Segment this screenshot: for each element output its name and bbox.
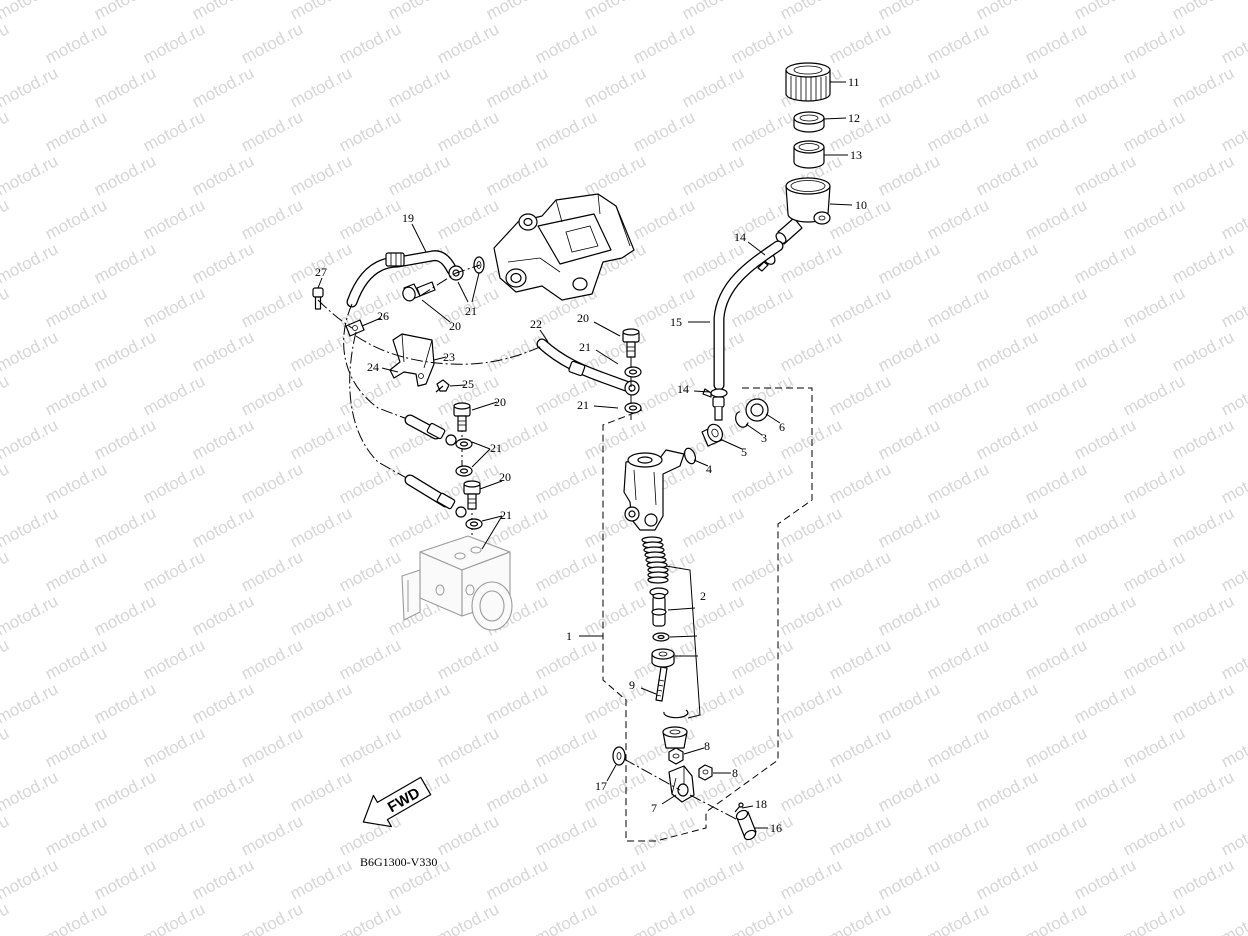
callout-7: 7 [651, 801, 657, 815]
washer-21-center-upper [624, 366, 642, 378]
push-rod-clevis [668, 765, 695, 803]
callout-21-left-upper: 21 [490, 441, 502, 455]
callout-17: 17 [595, 779, 607, 793]
washer-21-center-lower [624, 402, 642, 414]
callout-25: 25 [462, 377, 474, 391]
locknut-upper [668, 747, 684, 765]
callout-12: 12 [848, 111, 860, 125]
piston-spring [641, 536, 669, 584]
leader-lines [317, 81, 853, 829]
callout-20-hose19: 20 [449, 319, 461, 333]
brake-hose-19 [346, 250, 464, 308]
callout-6: 6 [779, 420, 785, 434]
clip-26 [345, 319, 365, 337]
reservoir-hose [713, 240, 784, 391]
callout-14-upper: 14 [734, 230, 746, 244]
circlip [735, 411, 749, 428]
callout-1: 1 [566, 629, 572, 643]
callout-5: 5 [741, 445, 747, 459]
bracket-23 [389, 333, 435, 387]
callout-23: 23 [443, 350, 455, 364]
callout-11: 11 [848, 75, 860, 89]
callout-9: 9 [629, 678, 635, 692]
brake-hose-22 [536, 338, 640, 396]
callout-26: 26 [377, 309, 389, 323]
callout-22: 22 [530, 317, 542, 331]
drawing-code: B6G1300-V330 [360, 855, 437, 869]
callout-21-hose19: 21 [465, 304, 477, 318]
callout-20-left-lower: 20 [499, 470, 511, 484]
callout-3: 3 [761, 431, 767, 445]
callout-24: 24 [367, 360, 379, 374]
callout-21-left-lower: 21 [500, 508, 512, 522]
washer-21-left-upper-a [455, 438, 473, 450]
master-cylinder-body [623, 449, 685, 531]
route-line-c [349, 331, 411, 481]
reservoir-cap [785, 62, 831, 102]
callout-15: 15 [670, 315, 682, 329]
washer-21-left-lower-a [465, 518, 483, 530]
cotter-pin [734, 802, 744, 813]
brake-hose-upper-left [404, 414, 457, 446]
callout-13: 13 [850, 148, 862, 162]
abs-hydraulic-unit [401, 535, 513, 631]
route-line-d [355, 335, 543, 365]
callout-20-left-upper: 20 [494, 395, 506, 409]
union-bolt-20-hose19 [402, 281, 436, 302]
callout-16: 16 [770, 821, 782, 835]
brake-hose-lower-left [404, 474, 467, 518]
route-line-b [343, 303, 411, 421]
assembly-axis-17 [623, 758, 681, 791]
reservoir-tank [775, 177, 831, 245]
assembly-boundary [602, 387, 813, 842]
callout-21-center-upper: 21 [579, 340, 591, 354]
bolt-25 [435, 379, 450, 393]
washer-17 [612, 746, 626, 766]
route-line-a [317, 299, 353, 329]
callout-10: 10 [855, 198, 867, 212]
route-line-e [419, 264, 481, 297]
callout-8-side: 8 [732, 766, 738, 780]
clevis-pin [735, 809, 757, 841]
brake-caliper [493, 193, 635, 301]
assembly-axis-16 [689, 794, 739, 821]
callout-27: 27 [315, 265, 327, 279]
callout-20-center: 20 [577, 311, 589, 325]
washer-21-left-upper-b [455, 465, 473, 477]
hose-clamp-lower [702, 388, 728, 421]
callout-18: 18 [755, 797, 767, 811]
dust-cap [745, 398, 769, 422]
o-ring [683, 447, 697, 465]
callout-2: 2 [700, 589, 706, 603]
callout-19: 19 [402, 211, 414, 225]
diaphragm [793, 140, 825, 169]
diaphragm-plate [793, 111, 825, 133]
callout-14-lower: 14 [677, 382, 689, 396]
callouts: 11 12 13 10 14 19 27 15 26 21 20 22 20 2… [315, 75, 867, 835]
callout-4: 4 [706, 462, 712, 476]
callout-8-upper: 8 [704, 739, 710, 753]
locknut-side [698, 764, 713, 781]
piston-kit [649, 587, 689, 749]
callout-21-center-lower: 21 [577, 398, 589, 412]
